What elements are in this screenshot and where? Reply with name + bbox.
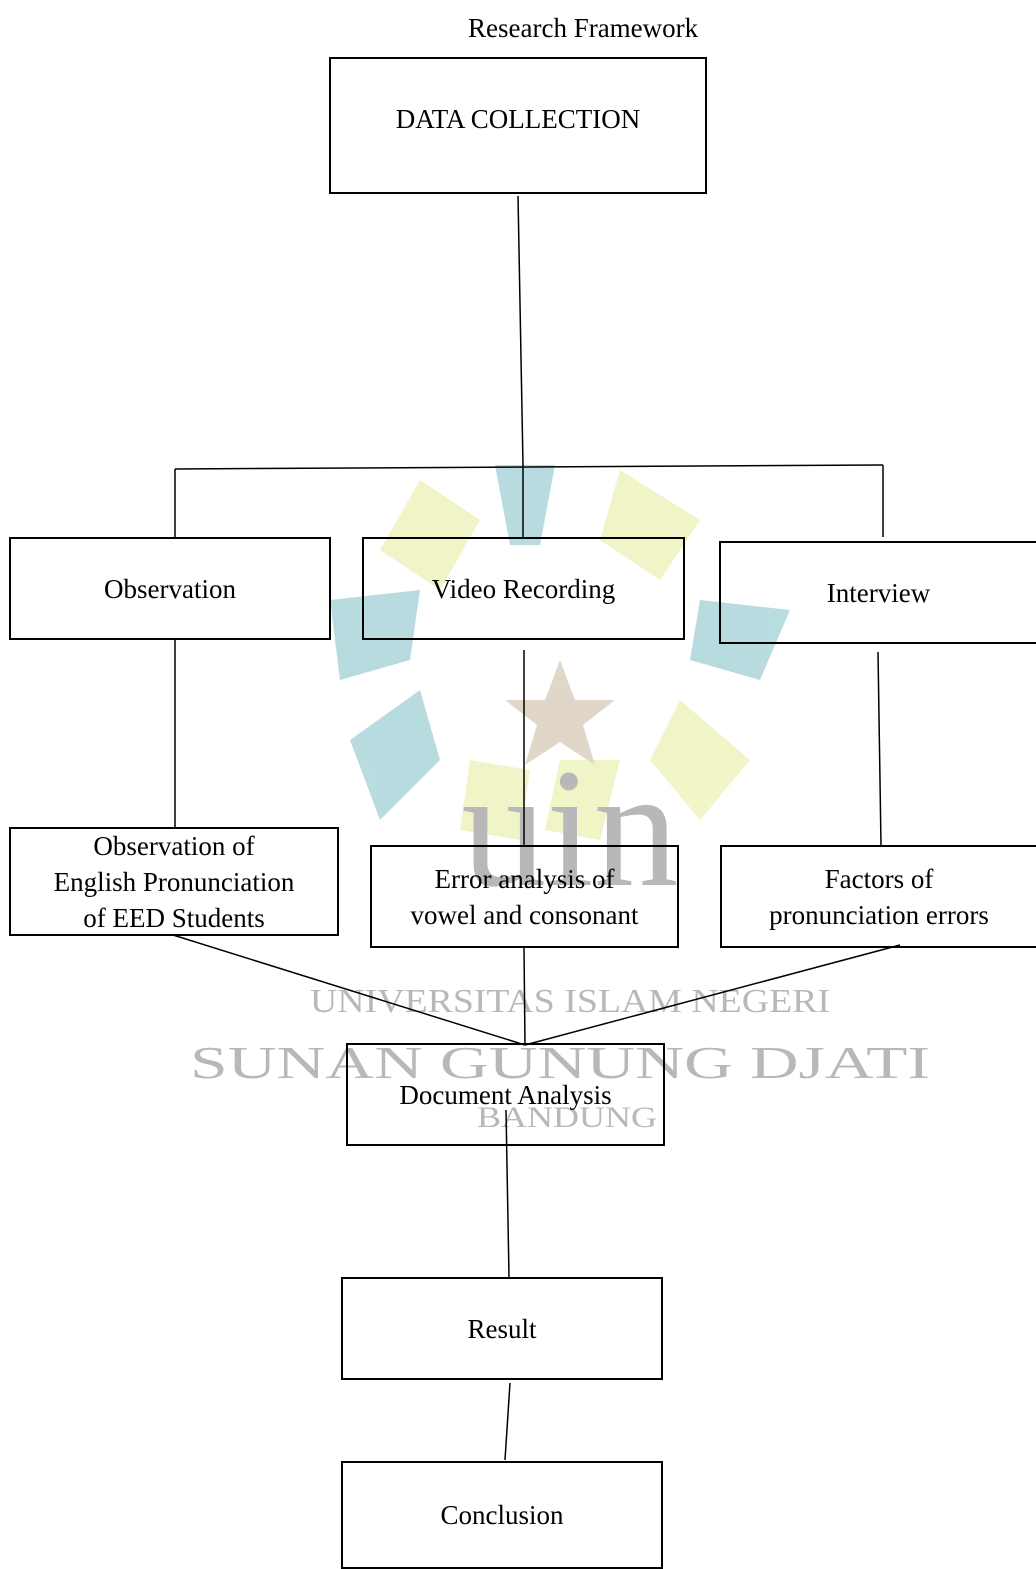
node-data-collection: DATA COLLECTION xyxy=(329,57,707,194)
connector-line xyxy=(877,651,882,846)
watermark-petal xyxy=(690,600,790,680)
node-observation-detail: Observation of English Pronunciation of … xyxy=(9,827,339,936)
connector-line xyxy=(523,947,526,1046)
connector-line xyxy=(172,934,526,1046)
page-title: Research Framework xyxy=(468,13,699,43)
node-observation: Observation xyxy=(9,537,331,640)
node-video-recording: Video Recording xyxy=(362,537,685,640)
node-conclusion: Conclusion xyxy=(341,1461,663,1569)
connector-line xyxy=(524,944,901,1046)
watermark-line-1: UNIVERSITAS ISLAM NEGERI xyxy=(310,983,830,1020)
watermark-petal xyxy=(600,470,700,580)
watermark-star xyxy=(505,660,615,765)
watermark-petal xyxy=(545,760,620,840)
watermark-line-2: SUNAN GUNUNG DJATI xyxy=(190,1037,930,1088)
node-document-analysis: Document Analysis xyxy=(346,1043,665,1146)
watermark-petal xyxy=(330,590,420,680)
node-result: Result xyxy=(341,1277,663,1380)
watermark-petal xyxy=(380,480,480,590)
watermark-petal xyxy=(460,760,530,840)
watermark-petal xyxy=(350,690,440,820)
connector-line xyxy=(504,1382,511,1461)
node-interview: Interview xyxy=(719,541,1036,644)
node-error-analysis: Error analysis of vowel and consonant xyxy=(370,845,679,948)
connector-line xyxy=(505,1109,510,1278)
watermark-petal xyxy=(495,465,555,545)
watermark-emblem xyxy=(330,465,790,840)
watermark-logo: uin xyxy=(461,734,678,922)
watermark-petal xyxy=(650,700,750,820)
connector-line xyxy=(517,195,524,466)
node-factors: Factors of pronunciation errors xyxy=(720,845,1036,948)
connector-line xyxy=(174,464,884,470)
